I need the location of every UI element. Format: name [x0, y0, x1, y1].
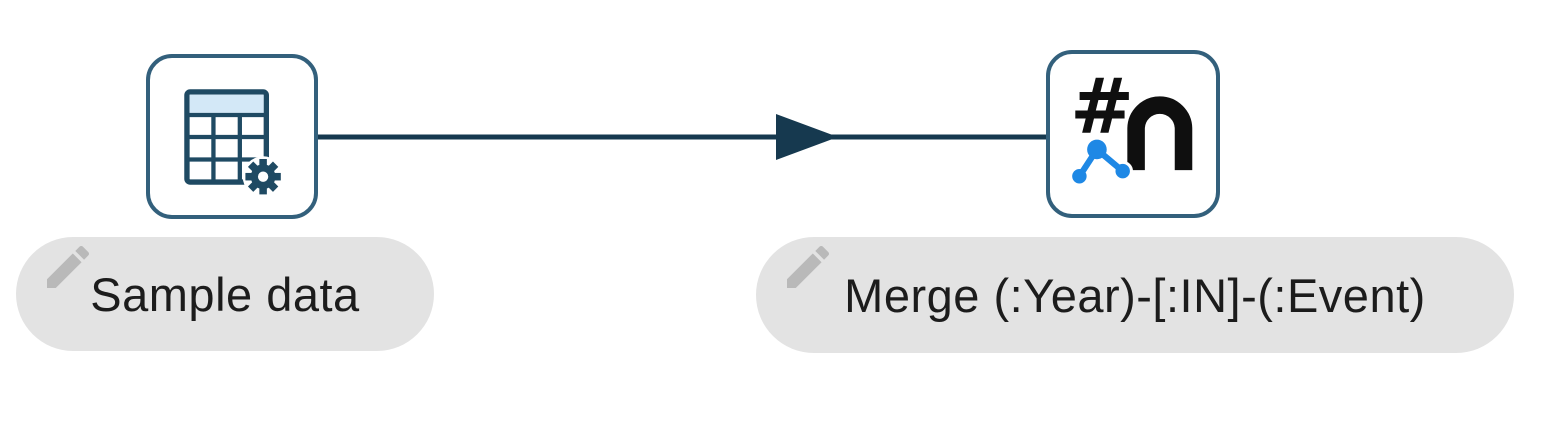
node-label: Merge (:Year)-[:IN]-(:Event) — [844, 268, 1426, 322]
hash-merge-graph-icon: # — [1069, 62, 1193, 187]
hash-glyph: # — [1070, 62, 1134, 151]
edge-arrowhead-icon — [776, 114, 838, 160]
edit-pencil-icon[interactable] — [40, 239, 96, 295]
arch-glyph — [1127, 96, 1193, 171]
edit-pencil-icon[interactable] — [780, 239, 836, 295]
node-label-pill[interactable]: Merge (:Year)-[:IN]-(:Event) — [756, 237, 1514, 353]
node-merge[interactable]: # — [1046, 50, 1220, 218]
gear-icon — [242, 155, 284, 197]
node-sample-data[interactable] — [146, 54, 318, 219]
graph-share-icon — [1069, 136, 1133, 187]
table-with-gear-icon — [184, 88, 284, 197]
node-label-pill[interactable]: Sample data — [16, 237, 434, 351]
node-label: Sample data — [90, 267, 360, 321]
